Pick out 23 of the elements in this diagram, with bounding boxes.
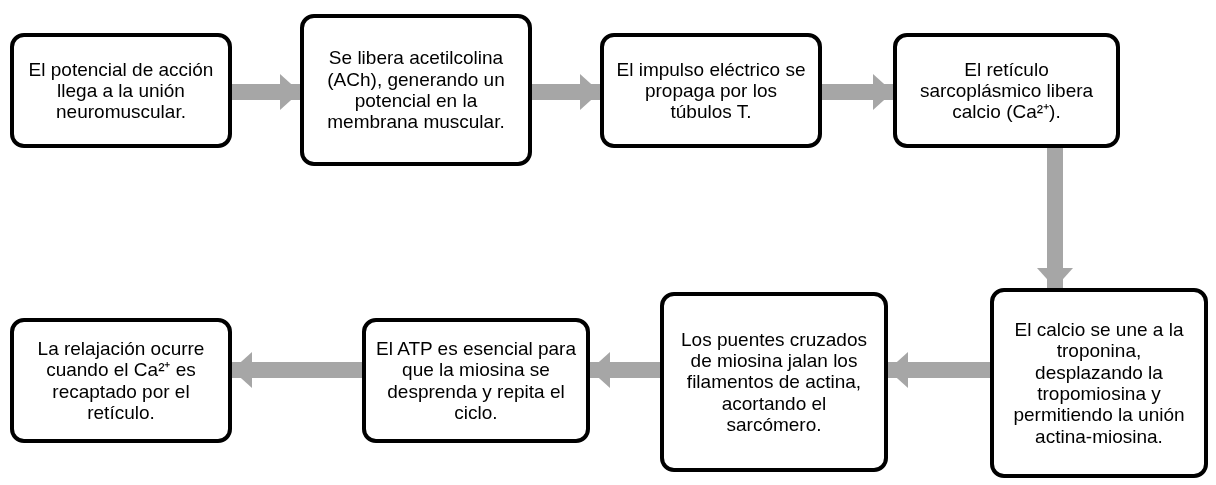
step-text: El calcio se une a la troponina, desplazando la tropomiosina y permitiendo la unión actina-miosina. xyxy=(1012,319,1186,447)
process-box xyxy=(990,288,1208,478)
process-box xyxy=(10,318,232,443)
process-box xyxy=(600,33,822,148)
step-text: Se libera acetilcolina (ACh), generando un potencial en la membrana muscular. xyxy=(326,47,506,133)
arrow xyxy=(532,74,600,110)
arrow xyxy=(888,352,990,388)
step-text: El potencial de acción llega a la unión neuromuscular. xyxy=(27,58,215,123)
process-box xyxy=(362,318,590,443)
step-text: Los puentes cruzados de miosina jalan los filamentos de actina, acortando el sarcómero. xyxy=(680,328,868,436)
process-box xyxy=(300,14,532,166)
arrow xyxy=(822,74,893,110)
process-box xyxy=(660,292,888,472)
step-text: El retículo sarcoplásmico libera calcio (Ca²⁺). xyxy=(918,58,1095,123)
step-text: La relajación ocurre cuando el Ca²⁺ es recaptado por el retículo. xyxy=(36,337,206,424)
process-box xyxy=(893,33,1120,148)
arrow xyxy=(1037,148,1073,288)
process-box xyxy=(10,33,232,148)
step-text: El impulso eléctrico se propaga por los túbulos T. xyxy=(615,58,807,123)
arrow xyxy=(232,352,362,388)
step-text: El ATP es esencial para que la miosina se desprenda y repita el ciclo. xyxy=(375,337,577,424)
arrow xyxy=(232,74,300,110)
arrow xyxy=(590,352,660,388)
